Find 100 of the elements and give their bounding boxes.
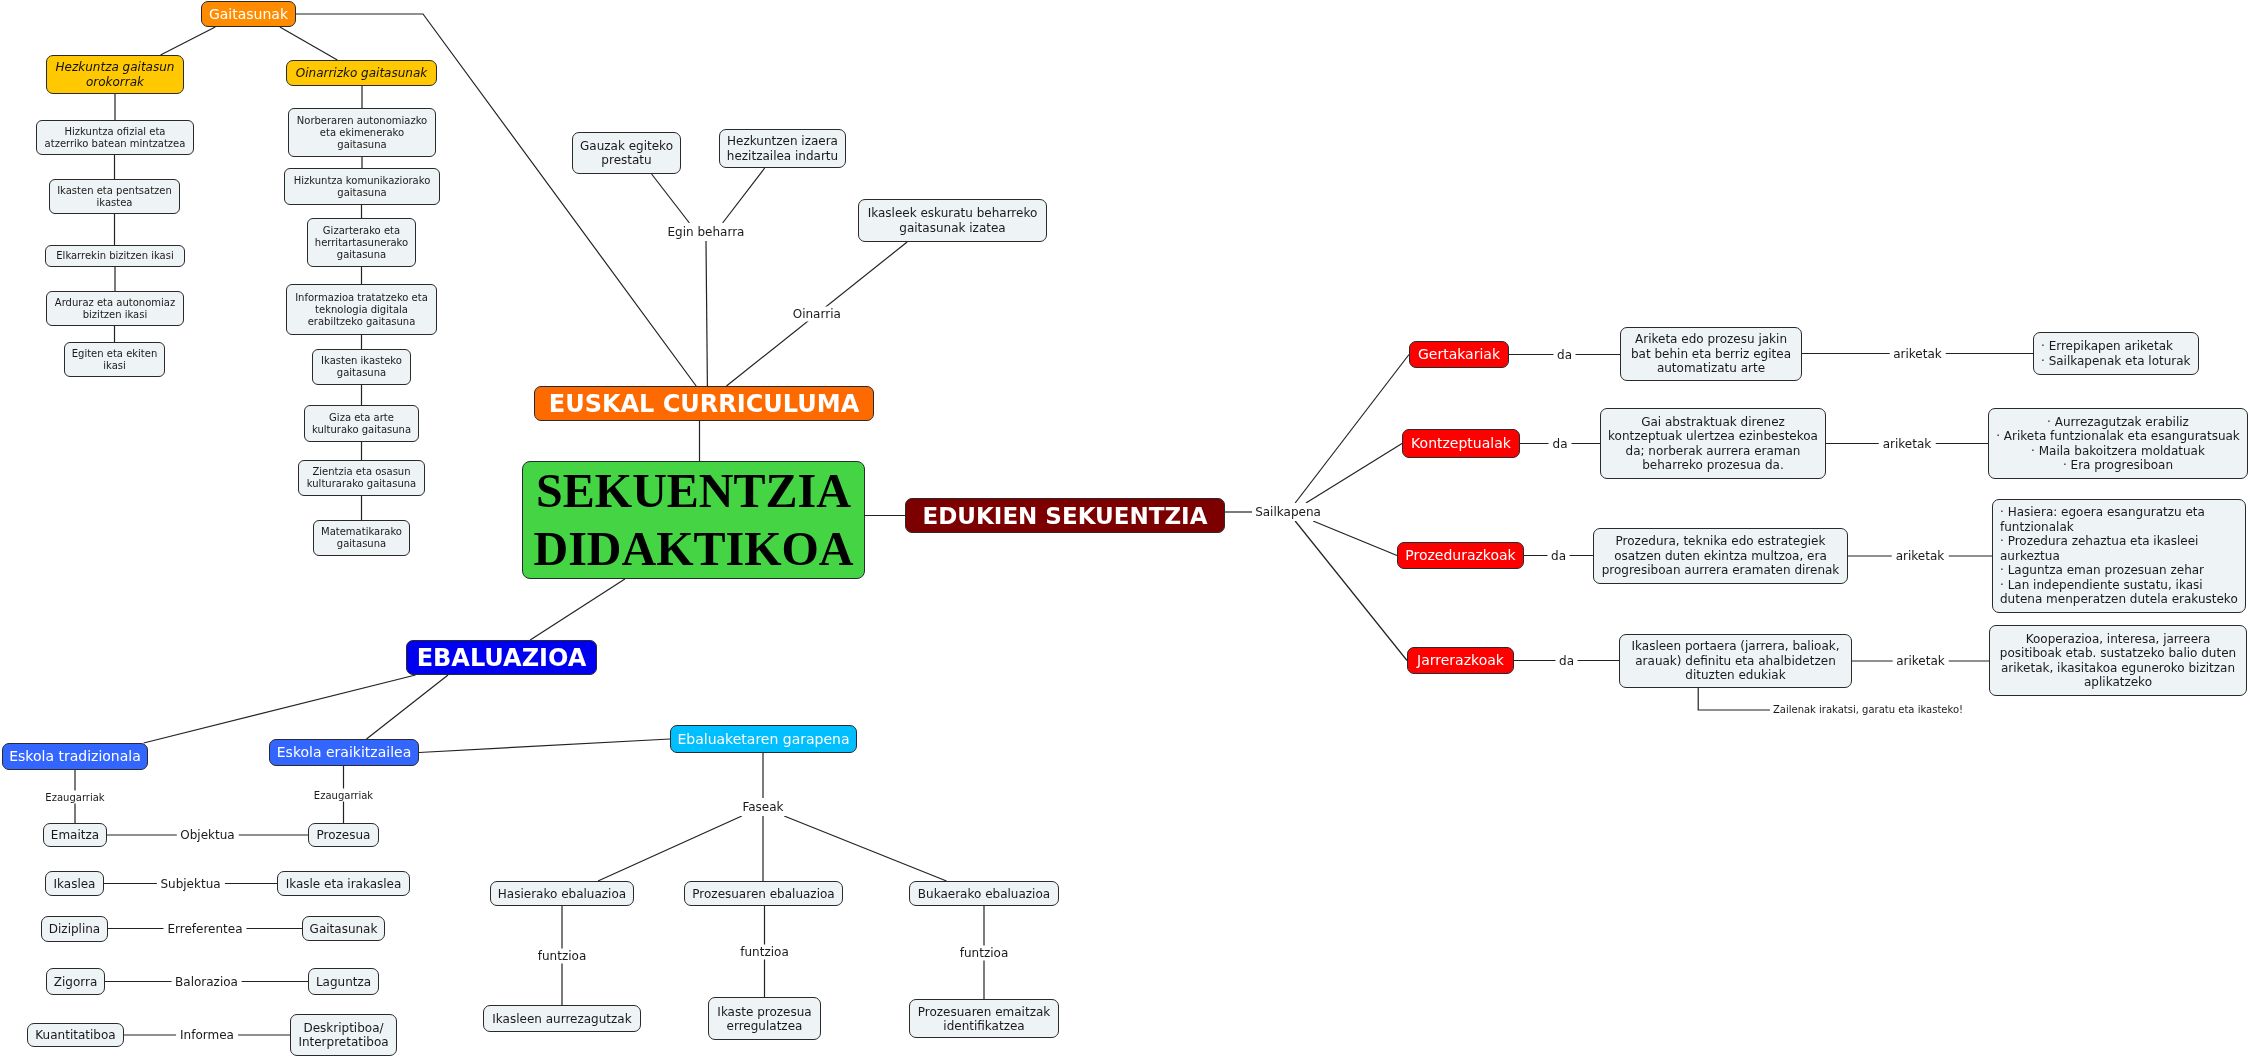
topic-text: Ariketa edo prozesu jakin bat behin eta berriz egitea automatizatu arte xyxy=(1630,332,1792,376)
topic-box xyxy=(269,739,419,766)
subtopic-box xyxy=(490,881,634,906)
subtopic-box xyxy=(572,132,681,174)
subtopic-box xyxy=(1620,327,1802,381)
subtopic-box xyxy=(286,284,437,335)
connector-line xyxy=(1508,353,1621,356)
connector-line xyxy=(650,173,690,224)
topic-box xyxy=(1402,429,1520,458)
connector-line xyxy=(725,241,908,387)
topic-text: Zientzia eta osasun kulturarako gaitasuna xyxy=(305,466,418,490)
connector-line xyxy=(1697,687,1771,711)
connector-line xyxy=(114,93,116,121)
subtopic-box xyxy=(1992,499,2246,613)
connector-line xyxy=(783,815,948,882)
topic-text: EDUKIEN SEKUENTZIA xyxy=(922,501,1208,530)
connector-line xyxy=(762,815,764,882)
topic-text: Egiten eta ekiten ikasi xyxy=(70,347,159,372)
topic-text: Kuantitatiboa xyxy=(35,1028,116,1042)
topic-text: Gaitasunak xyxy=(208,5,289,23)
topic-text: Prozesua xyxy=(316,828,371,842)
topic-text: Gauzak egiteko prestatu xyxy=(579,138,674,168)
connector-line xyxy=(418,738,671,754)
topic-text: Kooperazioa, interesa, jarreera positiboak etab. sustatzeko balio duten ariketak, ikasitakoa eguneroko bizitzan aplikatzeko xyxy=(1998,631,2238,690)
subtopic-box xyxy=(719,129,846,168)
connector-line xyxy=(361,85,363,109)
topic-text: Informazioa tratatzeko eta teknologia digitala erabiltzeko gaitasuna xyxy=(294,291,429,328)
connector-line xyxy=(1294,353,1410,504)
topic-text: Oinarrizko gaitasunak xyxy=(295,65,428,81)
connector-line xyxy=(113,213,116,246)
topic-text: Ikasleen aurrezagutzak xyxy=(492,1011,632,1026)
topic-text: Emaitza xyxy=(50,828,100,842)
connector-line xyxy=(1312,520,1398,557)
edge-label: Objektua xyxy=(176,827,239,843)
topic-text: EUSKAL CURRICULUMA xyxy=(548,389,860,418)
connector-line xyxy=(1519,442,1601,445)
subtopic-box xyxy=(909,881,1059,906)
connector-line xyxy=(722,167,766,224)
list-item: · Aurrezagutzak erabiliz xyxy=(2047,414,2189,429)
subtopic-box xyxy=(27,1023,124,1047)
connector-line xyxy=(762,752,764,799)
connector-line xyxy=(1224,511,1253,513)
subtopic-box xyxy=(1989,625,2247,696)
subtopic-box xyxy=(302,916,385,941)
branch-label: Faseak xyxy=(739,798,787,816)
subtopic-box xyxy=(708,997,821,1040)
topic-text: EBALUAZIOA xyxy=(416,643,587,672)
connector-line xyxy=(1513,659,1620,662)
list-item: · Lan independiente sustatu, ikasi dutena menperatzen dutela erakusteko xyxy=(2000,577,2239,607)
subtopic-box xyxy=(858,199,1047,242)
connector-line xyxy=(1294,520,1408,662)
topic-text: Bukaerako ebaluazioa xyxy=(917,886,1051,901)
subtopic-box xyxy=(304,405,419,442)
topic-text: Norberaren autonomiazko eta ekimenerako gaitasuna xyxy=(295,114,429,151)
topic-text: Ikasleen portaera (jarrera, balioak, arauak) definitu eta ahalbidetzen dituzten edukiak xyxy=(1630,639,1841,683)
connector-line xyxy=(698,420,701,462)
topic-text: SEKUENTZIA DIDAKTIKOA xyxy=(532,463,855,577)
list-item: · Maila bakoitzera moldatuak xyxy=(2031,443,2205,458)
subtopic-box xyxy=(307,218,416,267)
subtopic-box xyxy=(288,108,436,157)
main-topic-box xyxy=(406,640,597,675)
topic-text: Gertakariak xyxy=(1417,346,1501,363)
topic-text: Hizkuntza ofizial eta atzerriko batean mintzatzea xyxy=(43,125,187,150)
edge-label: Erreferentea xyxy=(163,921,247,936)
topic-text: Ikasten ikasteko gaitasuna xyxy=(320,355,403,379)
subtopic-box xyxy=(308,823,379,847)
edge-label: da xyxy=(1547,548,1570,563)
topic-text: Hezkuntza gaitasun orokorrak xyxy=(54,59,176,90)
connector-line xyxy=(705,240,708,387)
topic-text: Gizarterako eta herritartasunerako gaitasuna xyxy=(313,224,410,261)
topic-box xyxy=(286,60,437,86)
subtopic-box xyxy=(2033,332,2199,375)
topic-box xyxy=(46,55,184,94)
list-item: · Era progresiboan xyxy=(2062,458,2174,473)
connector-line xyxy=(597,815,743,882)
topic-text: Ebaluaketaren garapena xyxy=(677,730,850,748)
edge-label: Balorazioa xyxy=(171,974,242,989)
edge-label: da xyxy=(1555,653,1578,668)
subtopic-box xyxy=(45,245,185,267)
topic-text: Hezkuntzen izaera hezitzailea indartu xyxy=(725,134,840,163)
connector-line xyxy=(864,514,906,517)
subtopic-box xyxy=(308,968,379,995)
topic-box xyxy=(1409,341,1509,368)
main-topic-box xyxy=(534,386,874,421)
connector-line xyxy=(360,384,363,406)
topic-text: Hasierako ebaluazioa xyxy=(497,886,627,901)
connector-line xyxy=(295,13,697,387)
topic-box xyxy=(1397,542,1524,569)
topic-text: Matematikarako gaitasuna xyxy=(320,526,403,550)
edge-label: ariketak xyxy=(1878,436,1936,451)
connector-line xyxy=(114,266,116,292)
subtopic-box xyxy=(284,168,440,205)
topic-text: Prozesuaren emaitzak identifikatzea xyxy=(916,1004,1052,1033)
topic-text: Ikasle eta irakaslea xyxy=(285,876,402,891)
connector-line xyxy=(529,578,626,641)
subtopic-box xyxy=(1619,634,1852,688)
connector-line xyxy=(159,26,216,56)
connector-line xyxy=(1305,442,1403,504)
subtopic-box xyxy=(36,120,194,155)
subtopic-box xyxy=(909,999,1059,1038)
